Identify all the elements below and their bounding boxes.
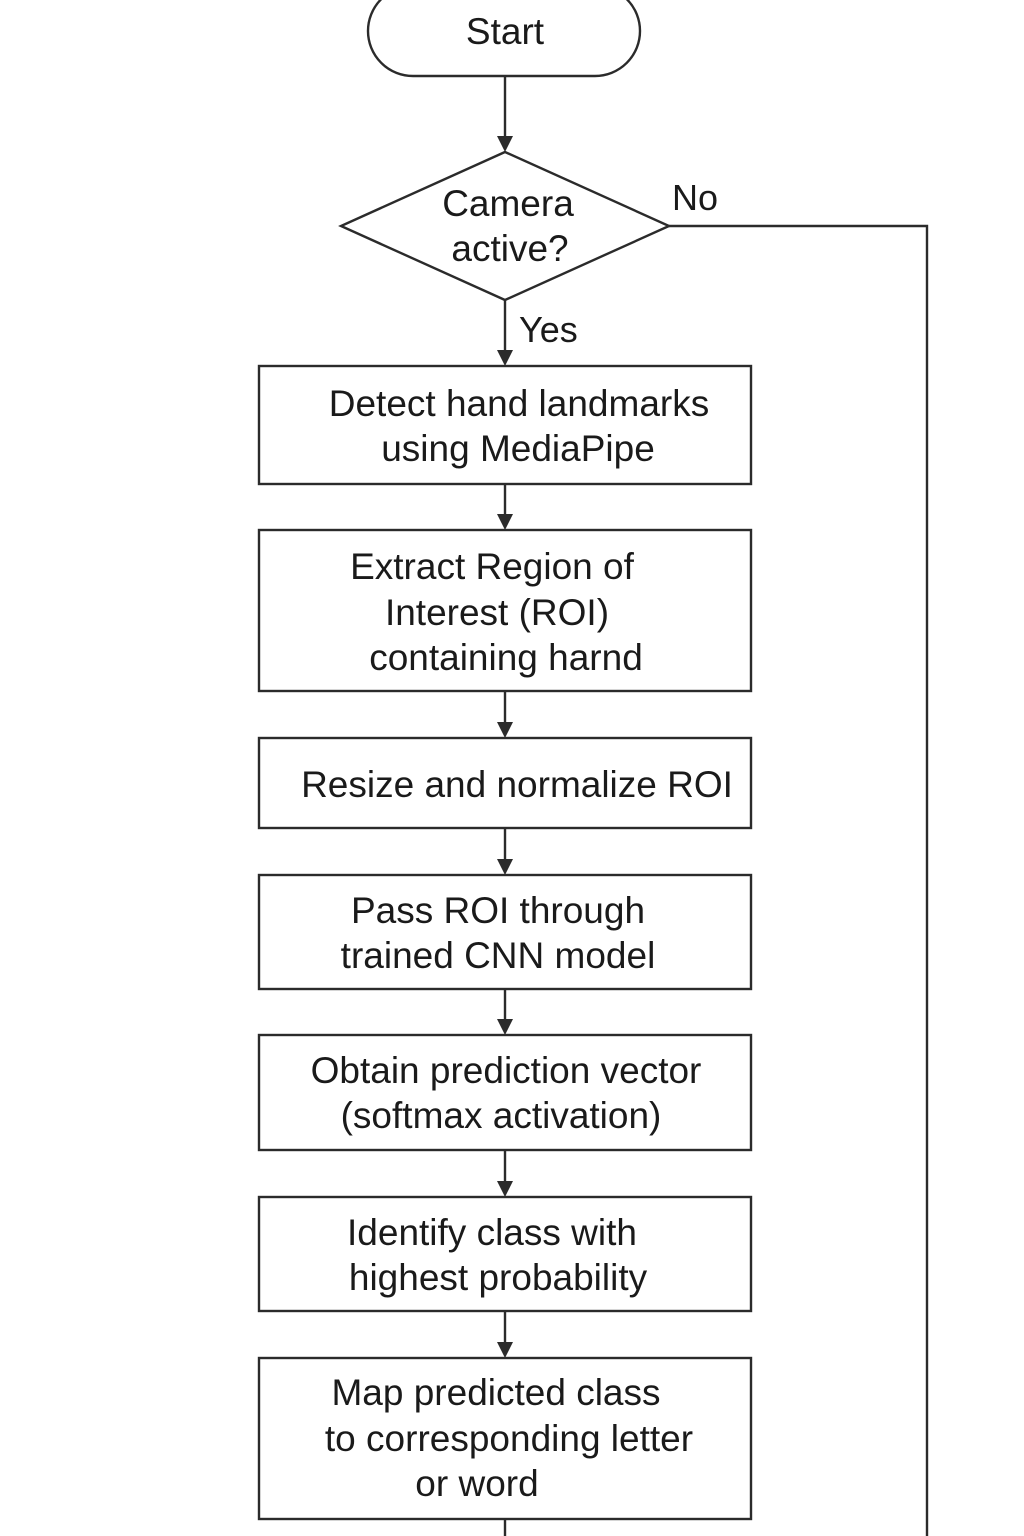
connector-step-4-5 [497, 989, 513, 1035]
step-prediction-vector: Obtain prediction vector (softmax activa… [257, 1033, 753, 1152]
connector-start-decision [497, 76, 513, 152]
step-detect-landmarks: Detect hand landmarks using MediaPipe [257, 364, 753, 486]
step-7-line-2: to corresponding letter [325, 1418, 693, 1459]
step-2-line-3: containing harnd [369, 637, 643, 678]
yes-label: Yes [519, 309, 578, 350]
step-1-line-1: Detect hand landmarks [329, 383, 709, 424]
step-6-line-1: Identify class with [347, 1212, 637, 1253]
step-7-line-3: or word [415, 1463, 538, 1504]
step-identify-class: Identify class with highest probability [257, 1195, 753, 1313]
connector-decision-step-1: Yes [497, 300, 578, 366]
step-resize-normalize: Resize and normalize ROI [257, 736, 753, 830]
connector-step-6-7 [497, 1311, 513, 1358]
connector-step-1-2 [497, 484, 513, 530]
step-7-line-1: Map predicted class [331, 1372, 660, 1413]
decision-node: Camera active? [338, 150, 672, 302]
no-branch: No [669, 177, 929, 1536]
start-label: Start [466, 11, 545, 52]
step-6-line-2: highest probability [349, 1257, 648, 1298]
connector-step-5-6 [497, 1150, 513, 1197]
step-5-line-1: Obtain prediction vector [311, 1050, 702, 1091]
connector-step-2-3 [497, 691, 513, 738]
decision-label-line-2: active? [451, 228, 568, 269]
step-extract-roi: Extract Region of Interest (ROI) contain… [257, 528, 753, 693]
step-pass-cnn: Pass ROI through trained CNN model [257, 873, 753, 991]
step-4-line-2: trained CNN model [341, 935, 656, 976]
step-4-line-1: Pass ROI through [351, 890, 645, 931]
step-3-line-1: Resize and normalize ROI [301, 764, 733, 805]
step-2-line-2: Interest (ROI) [385, 592, 609, 633]
step-1-line-2: using MediaPipe [381, 428, 655, 469]
start-node: Start [366, 0, 642, 78]
connector-step-3-4 [497, 828, 513, 875]
step-2-line-1: Extract Region of [350, 546, 635, 587]
decision-label-line-1: Camera [442, 183, 574, 224]
no-label: No [672, 177, 718, 218]
step-map-class: Map predicted class to corresponding let… [257, 1356, 753, 1521]
step-5-line-2: (softmax activation) [341, 1095, 662, 1136]
